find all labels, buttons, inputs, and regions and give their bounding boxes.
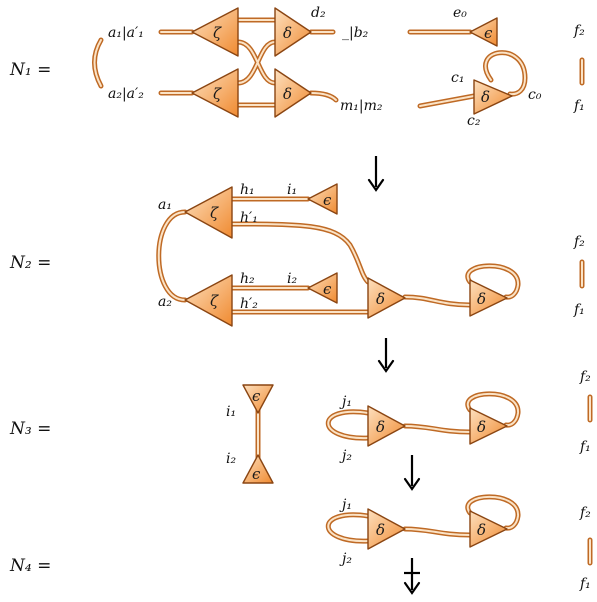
label-i1: i₁	[226, 404, 236, 420]
label-d2: d₂	[311, 5, 326, 21]
n1-zeta-node-bottom: ζ	[191, 68, 239, 118]
delta-glyph: δ	[283, 24, 292, 42]
no-reduction-arrow	[403, 558, 421, 595]
zeta-glyph: ζ	[210, 292, 219, 310]
reduction-arrow-3	[403, 455, 421, 491]
epsilon-glyph: ϵ	[323, 280, 332, 298]
label-h2: h₂	[240, 271, 255, 287]
delta-glyph: δ	[283, 85, 292, 103]
n2-zeta-node-top: ζ	[184, 186, 233, 239]
label-h2-prime: h′₂	[240, 296, 258, 312]
n3-epsilon-node-bottom: ϵ	[242, 454, 274, 484]
label-i2: i₂	[226, 451, 236, 467]
epsilon-glyph: ϵ	[484, 24, 493, 42]
label-e0: e₀	[453, 5, 467, 21]
epsilon-glyph: ϵ	[252, 465, 261, 483]
label-f1: f₁	[579, 439, 591, 455]
net-n1: ζ ζ δ δ ϵ δ a₁|a′₁ a₂|a′₂ d₂ _|b₂ e₀ m₁|…	[92, 5, 585, 129]
label-i1: i₁	[287, 182, 297, 198]
label-f1: f₁	[573, 98, 585, 114]
net-n3: ϵ ϵ δ δ i₁ i₂ j₁ j₂ f₂ f₁	[226, 369, 593, 484]
label-j2: j₂	[339, 448, 352, 464]
n1-epsilon-node: ϵ	[469, 17, 498, 47]
delta-glyph: δ	[376, 418, 385, 436]
reduction-arrow-1	[367, 156, 385, 192]
n2-delta-node-loop: δ	[469, 279, 508, 317]
delta-glyph: δ	[477, 290, 486, 308]
zeta-glyph: ζ	[210, 204, 219, 222]
zeta-glyph: ζ	[213, 24, 222, 42]
delta-glyph: δ	[481, 88, 490, 106]
n3-wires	[255, 391, 593, 461]
n4-delta-node-left: δ	[367, 508, 406, 550]
zeta-glyph: ζ	[213, 85, 222, 103]
label-a1: a₁|a′₁	[108, 25, 144, 41]
delta-glyph: δ	[477, 418, 486, 436]
delta-glyph: δ	[376, 290, 385, 308]
n2-zeta-node-bottom: ζ	[184, 274, 233, 327]
epsilon-glyph: ϵ	[323, 191, 332, 209]
label-c0: c₀	[528, 87, 542, 103]
label-h1: h₁	[240, 182, 255, 198]
label-a2: a₂|a′₂	[108, 86, 144, 102]
n1-zeta-node-top: ζ	[191, 7, 239, 57]
label-f2: f₂	[579, 505, 591, 521]
n2-wires	[156, 196, 585, 315]
n2-epsilon-node-top: ϵ	[307, 183, 338, 215]
n1-wires	[92, 17, 585, 109]
reduction-arrow-2	[377, 338, 395, 373]
n2-delta-node-center: δ	[367, 277, 406, 319]
delta-glyph: δ	[477, 521, 486, 539]
equation-n2: N₂ =	[9, 253, 51, 273]
n1-delta-node-bottom: δ	[274, 68, 312, 118]
n3-delta-node-loop: δ	[469, 407, 508, 445]
label-m: m₁|m₂	[340, 98, 383, 114]
label-a1: a₁	[158, 197, 172, 213]
n1-delta-node-top: δ	[274, 7, 312, 57]
label-j1: j₁	[339, 394, 352, 410]
label-f2: f₂	[573, 23, 585, 39]
label-f1: f₁	[579, 576, 591, 592]
label-h1-prime: h′₁	[240, 210, 258, 226]
label-f2: f₂	[573, 234, 585, 250]
n3-delta-node-left: δ	[367, 405, 406, 447]
equation-n4: N₄ =	[9, 556, 51, 576]
label-c2: c₂	[467, 113, 481, 129]
label-a2: a₂	[158, 294, 172, 310]
label-f1: f₁	[573, 302, 585, 318]
net-n2: ζ ζ ϵ ϵ δ δ a₁ a₂ h₁ h′₁ i₁ h₂ h′₂ i₂ f₂	[156, 182, 585, 327]
net-n4: δ δ j₁ j₂ f₂ f₁	[325, 494, 593, 592]
label-i2: i₂	[287, 271, 297, 287]
label-j2: j₂	[339, 551, 352, 567]
label-f2: f₂	[579, 369, 591, 385]
label-c1: c₁	[451, 70, 464, 86]
equation-n3: N₃ =	[9, 419, 51, 439]
label-j1: j₁	[339, 497, 352, 513]
n4-wires	[325, 494, 593, 566]
n2-epsilon-node-bottom: ϵ	[307, 272, 338, 304]
epsilon-glyph: ϵ	[252, 387, 261, 405]
label-b2: _|b₂	[342, 25, 369, 41]
n4-delta-node-loop: δ	[469, 510, 508, 548]
n1-delta-node-loop: δ	[473, 79, 513, 115]
equation-n1: N₁ =	[9, 60, 51, 80]
delta-glyph: δ	[376, 521, 385, 539]
n3-epsilon-node-top: ϵ	[242, 384, 274, 414]
